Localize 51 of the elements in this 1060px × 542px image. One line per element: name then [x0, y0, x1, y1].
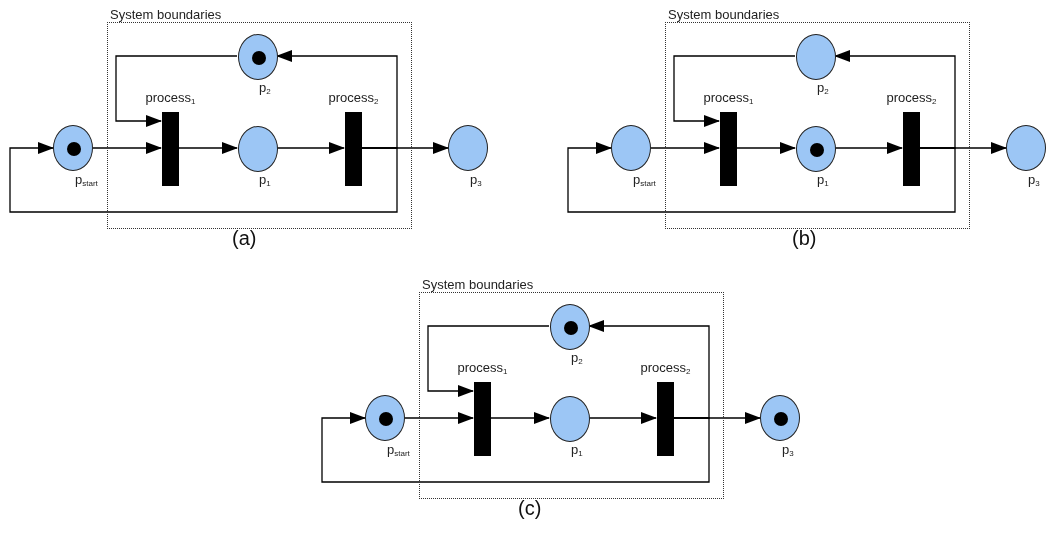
place-circle: [53, 125, 93, 171]
place-circle: [760, 395, 800, 441]
place-label: p$_{1}$: [817, 172, 829, 187]
arc-arrow: [588, 412, 657, 424]
place-circle: [238, 34, 278, 80]
place-circle: [796, 34, 836, 80]
place-circle: [796, 126, 836, 172]
arc-arrow: [834, 142, 903, 154]
place-label: p$_{start}$: [75, 172, 98, 187]
arc-arrow: [834, 50, 956, 149]
place-label: p$_{1}$: [259, 172, 271, 187]
arc-arrow: [588, 320, 710, 419]
place-label: p$_{2}$: [259, 80, 271, 95]
place-label: p$_{3}$: [470, 172, 482, 187]
place-circle: [448, 125, 488, 171]
arc-arrow: [427, 325, 550, 397]
place-circle: [365, 395, 405, 441]
boundary-label: System boundaries: [668, 7, 780, 22]
place-circle: [1006, 125, 1046, 171]
arc-arrow: [321, 412, 710, 483]
boundary-label: System boundaries: [110, 7, 222, 22]
panel-caption: (a): [232, 226, 257, 250]
arc-arrow: [276, 142, 345, 154]
arc-arrow: [115, 55, 238, 127]
arc-arrow: [9, 142, 398, 213]
panel-caption: (b): [792, 226, 817, 250]
place-label: p$_{start}$: [387, 442, 410, 457]
place-label: p$_{start}$: [633, 172, 656, 187]
place-circle: [550, 304, 590, 350]
place-label: p$_{3}$: [782, 442, 794, 457]
place-label: p$_{1}$: [571, 442, 583, 457]
arc-arrow: [276, 50, 398, 149]
arc-arrow: [567, 142, 956, 213]
place-circle: [611, 125, 651, 171]
transition-label: process$_{1}$: [703, 90, 754, 105]
panel-caption: (c): [518, 496, 542, 520]
transition-label: process$_{2}$: [328, 90, 379, 105]
arc-arrow: [92, 142, 162, 154]
arc-arrow: [650, 142, 720, 154]
transition-label: process$_{2}$: [886, 90, 937, 105]
place-circle: [238, 126, 278, 172]
place-circle: [550, 396, 590, 442]
place-label: p$_{2}$: [817, 80, 829, 95]
place-label: p$_{3}$: [1028, 172, 1040, 187]
place-label: p$_{2}$: [571, 350, 583, 365]
transition-label: process$_{2}$: [640, 360, 691, 375]
boundary-label: System boundaries: [422, 277, 534, 292]
arc-arrow: [673, 55, 796, 127]
transition-label: process$_{1}$: [457, 360, 508, 375]
arc-arrow: [404, 412, 474, 424]
transition-label: process$_{1}$: [145, 90, 196, 105]
